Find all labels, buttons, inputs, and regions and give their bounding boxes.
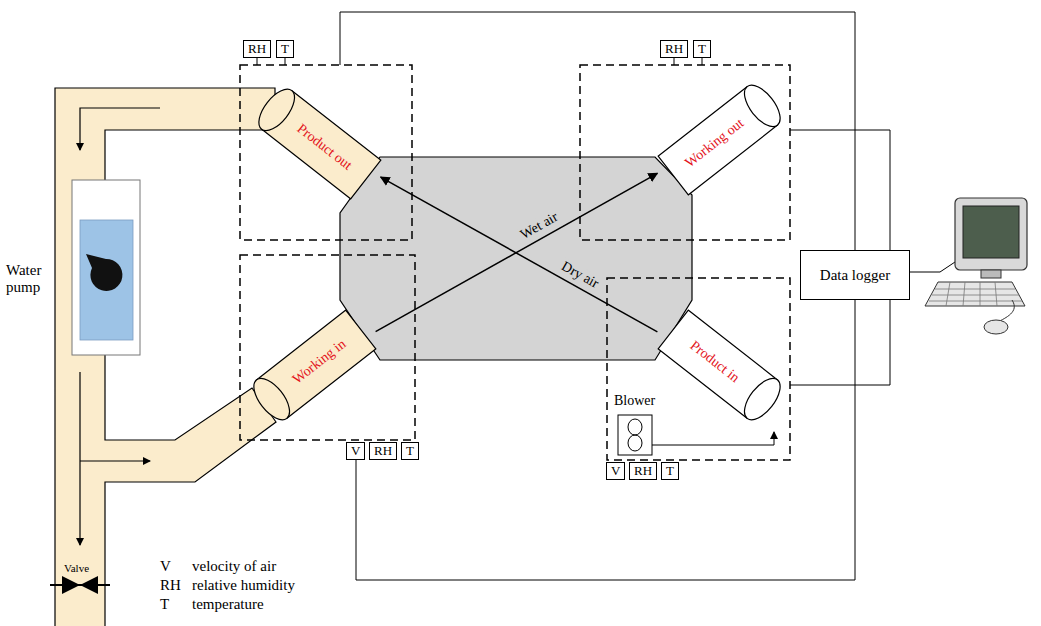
sensor-box: RH <box>660 40 688 58</box>
air-duct: Working in <box>246 310 375 426</box>
flow-arrow <box>79 372 80 545</box>
sensor-label: RH <box>248 41 266 56</box>
signal-wire <box>790 130 890 250</box>
symbol-key: T <box>160 596 169 613</box>
exchanger-body <box>340 157 692 360</box>
box-label: Data logger <box>820 266 890 284</box>
sensor-box: V <box>346 442 365 460</box>
water-pipe <box>55 88 276 626</box>
symbol-key: RH <box>160 577 181 594</box>
sensor-label: T <box>281 41 289 56</box>
airflow-arrow <box>376 173 658 331</box>
signal-wire <box>910 262 955 272</box>
flow-arrow <box>80 108 160 150</box>
computer-monitor <box>955 198 1027 270</box>
computer-mouse <box>984 320 1008 334</box>
air-duct: Working out <box>657 79 786 195</box>
duct-mouth <box>247 372 296 425</box>
sensor-label: T <box>698 41 706 56</box>
symbol-meaning: temperature <box>192 596 264 613</box>
keyboard-keys <box>929 282 1022 306</box>
signal-wire <box>790 300 890 385</box>
signal-wire <box>356 300 855 580</box>
computer-stand <box>981 270 1001 278</box>
symbol-key: V <box>160 558 171 575</box>
blower-symbol <box>618 415 652 455</box>
symbol-meaning: velocity of air <box>192 558 276 575</box>
component-label: Valve <box>63 562 90 575</box>
sensor-label: RH <box>665 41 683 56</box>
sensor-box: RH <box>369 442 397 460</box>
measurement-zone <box>240 255 415 440</box>
measurement-zone <box>580 65 790 240</box>
sensor-label: T <box>666 463 674 478</box>
computer-keyboard <box>925 282 1025 306</box>
sensor-lead <box>257 58 702 65</box>
sensor-label: RH <box>374 443 392 458</box>
sensor-box: RH <box>243 40 271 58</box>
sensor-box: V <box>606 462 625 480</box>
mouse-cord <box>998 300 1014 322</box>
blower-arrow <box>652 432 774 445</box>
air-duct: Product out <box>251 83 380 199</box>
flow-arrow <box>80 460 150 461</box>
blower-symbol <box>628 419 642 435</box>
signal-wire <box>340 12 855 250</box>
symbol-meaning: relative humidity <box>192 577 295 594</box>
sensor-label: V <box>351 443 360 458</box>
valve-symbol <box>62 576 98 594</box>
air-duct: Product in <box>657 310 786 426</box>
component-label: Water pump <box>6 262 52 296</box>
pump-impeller <box>86 254 122 291</box>
duct-mouth <box>252 83 301 136</box>
logger-box: Data logger <box>800 250 910 300</box>
duct-mouth <box>737 372 786 425</box>
blower-symbol <box>628 435 642 451</box>
pump-housing <box>72 180 140 355</box>
sensor-box: RH <box>629 462 657 480</box>
sensor-label: T <box>406 443 414 458</box>
sensor-box: T <box>276 40 294 58</box>
sensor-label: RH <box>634 463 652 478</box>
sensor-box: T <box>693 40 711 58</box>
sensor-box: T <box>401 442 419 460</box>
measurement-zone <box>240 65 412 240</box>
sensor-label: V <box>611 463 620 478</box>
component-label: Blower <box>614 393 655 409</box>
pump-water <box>80 220 133 340</box>
measurement-zone <box>607 278 790 460</box>
computer-screen <box>963 206 1019 258</box>
sensor-box: T <box>661 462 679 480</box>
airflow-arrow <box>381 177 658 332</box>
